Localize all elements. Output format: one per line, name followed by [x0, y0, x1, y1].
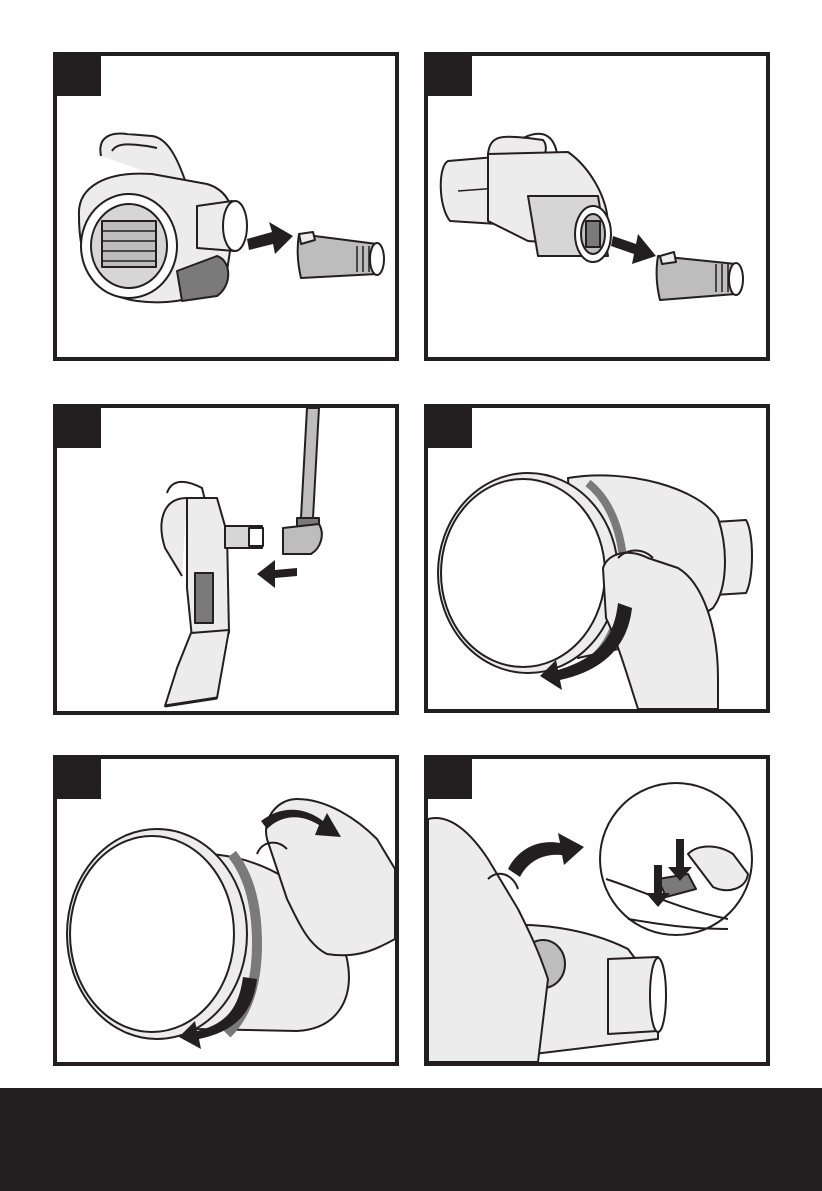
blower-side-nozzle-illustration	[428, 56, 766, 357]
footer-band	[0, 1088, 822, 1191]
illustration-panel-4	[424, 404, 770, 713]
bag-ring-rotate-illustration	[57, 759, 395, 1062]
bag-latch-illustration	[428, 759, 766, 1062]
illustration-panel-2	[424, 52, 770, 361]
blower-nozzle-illustration	[57, 56, 395, 357]
illustration-panel-1	[53, 52, 399, 361]
illustration-panel-5	[53, 755, 399, 1066]
bag-buckle-illustration	[428, 408, 766, 709]
illustration-panel-3	[53, 404, 399, 715]
vacuum-tube-illustration	[57, 408, 395, 711]
illustration-panel-6	[424, 755, 770, 1066]
